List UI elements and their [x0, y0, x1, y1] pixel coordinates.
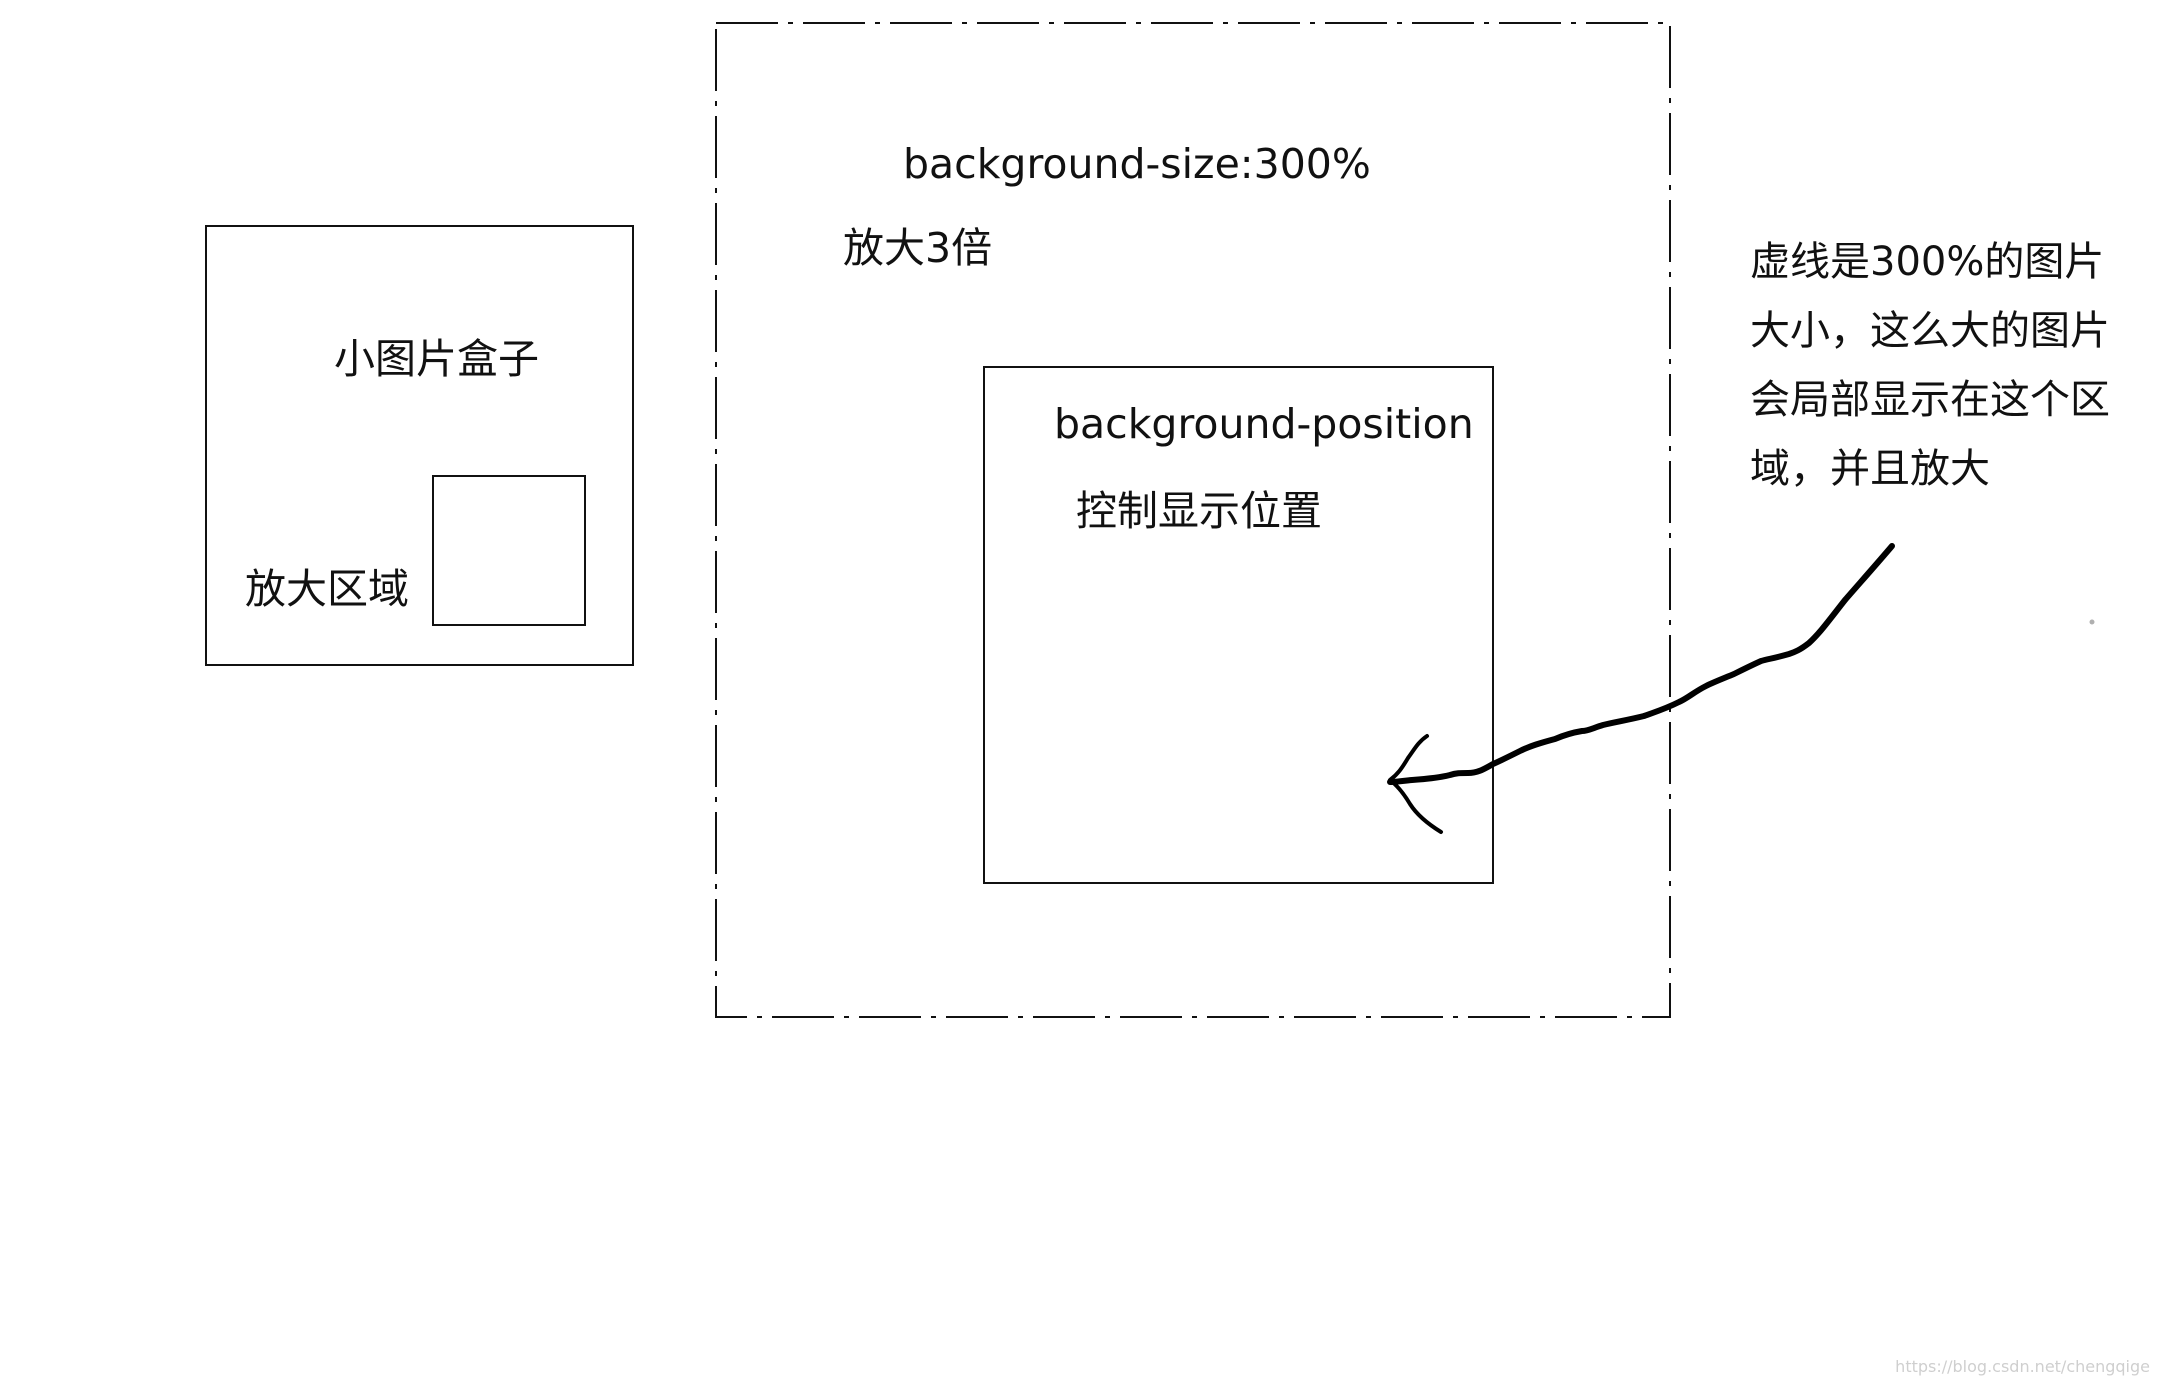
display-area-group: background-position 控制显示位置	[983, 366, 1494, 884]
scale-label: 放大3倍	[843, 224, 992, 272]
arrow-head	[1388, 734, 1443, 834]
background-size-label: background-size:300%	[903, 140, 1371, 188]
hand-drawn-arrow	[1387, 543, 1895, 834]
watermark-url: https://blog.csdn.net/chengqige	[1895, 1357, 2150, 1376]
enlarged-background-group: background-size:300% 放大3倍	[715, 22, 1671, 1018]
background-position-label: background-position	[1054, 400, 1474, 448]
display-area-box	[983, 366, 1494, 884]
enlarged-background-dashed-box	[715, 22, 1671, 1018]
explanation-note: 虚线是300%的图片 大小，这么大的图片 会局部显示在这个区 域，并且放大	[1750, 239, 2110, 492]
position-control-label: 控制显示位置	[1076, 487, 1322, 535]
note-line-2: 大小，这么大的图片	[1750, 308, 2110, 354]
small-image-box	[205, 225, 634, 666]
note-line-3: 会局部显示在这个区	[1750, 377, 2110, 423]
zoom-area-box	[432, 475, 586, 626]
small-image-box-title: 小图片盒子	[334, 335, 539, 383]
small-image-box-group: 小图片盒子 放大区域	[205, 225, 634, 666]
note-line-4: 域，并且放大	[1750, 446, 1990, 492]
zoom-area-label: 放大区域	[245, 565, 409, 613]
stray-dot	[2089, 619, 2095, 625]
note-line-1: 虚线是300%的图片	[1750, 239, 2104, 285]
arrow-shaft	[1387, 543, 1895, 785]
